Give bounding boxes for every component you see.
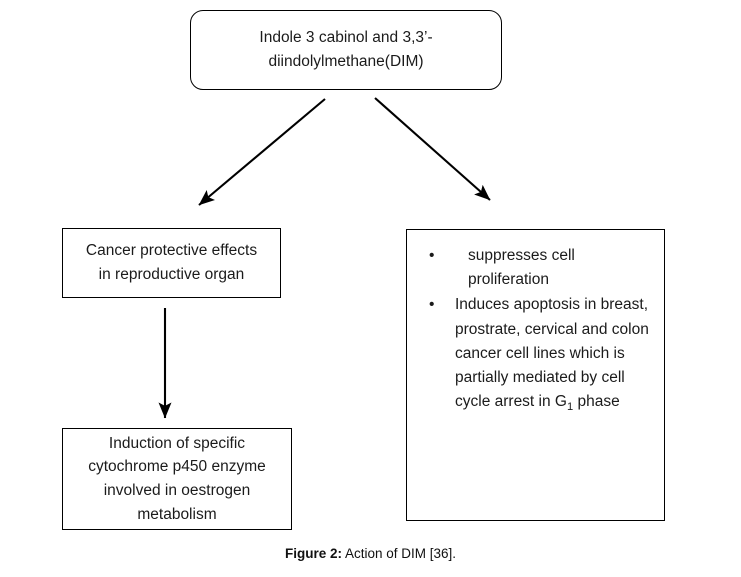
node-indole-dim-line2: diindolylmethane(DIM) [268,53,424,70]
figure-caption-text: Action of DIM [36]. [341,546,457,561]
list-item-text-tail: phase [573,393,620,411]
node-induction-cytochrome: Induction of specific cytochrome p450 en… [62,428,292,530]
node-induction-line2: cytochrome p450 enzyme [88,458,266,476]
node-indole-dim-line1: Indole 3 cabinol and 3,3’- [259,29,433,47]
node-induction-line4: metabolism [137,505,217,523]
node-dim-effects: • suppresses cell proliferation • Induce… [406,229,665,521]
list-item-subscript: 1 [566,401,574,414]
node-cancer-protective-effects: Cancer protective effects in reproductiv… [62,228,281,298]
list-item: • suppresses cell proliferation [417,244,654,292]
bullet-icon: • [429,296,435,314]
figure-caption: Figure 2: Action of DIM [36]. [0,546,741,561]
node-induction-cytochrome-text: Induction of specific cytochrome p450 en… [88,432,265,526]
node-cancer-line2: in reproductive organ [98,266,245,283]
arrow-top-to-effects [374,97,491,201]
node-induction-line1: Induction of specific [108,434,246,452]
dim-effects-list: • suppresses cell proliferation • Induce… [417,244,654,417]
list-item-text: suppresses cell proliferation [468,247,575,289]
node-cancer-protective-effects-text: Cancer protective effects in reproductiv… [86,239,257,286]
node-indole-dim: Indole 3 cabinol and 3,3’- diindolylmeth… [190,10,502,90]
figure-caption-label: Figure 2: [284,546,342,561]
list-item: • Induces apoptosis in breast, prostrate… [417,293,654,416]
arrow-top-to-cancer [198,98,326,206]
node-indole-dim-text: Indole 3 cabinol and 3,3’- diindolylmeth… [245,26,446,73]
bullet-icon: • [429,247,435,264]
list-item-text: Induces apoptosis in breast, prostrate, … [455,296,649,411]
node-induction-line3: involved in oestrogen [103,482,251,499]
node-cancer-line1: Cancer protective effects [85,242,258,260]
